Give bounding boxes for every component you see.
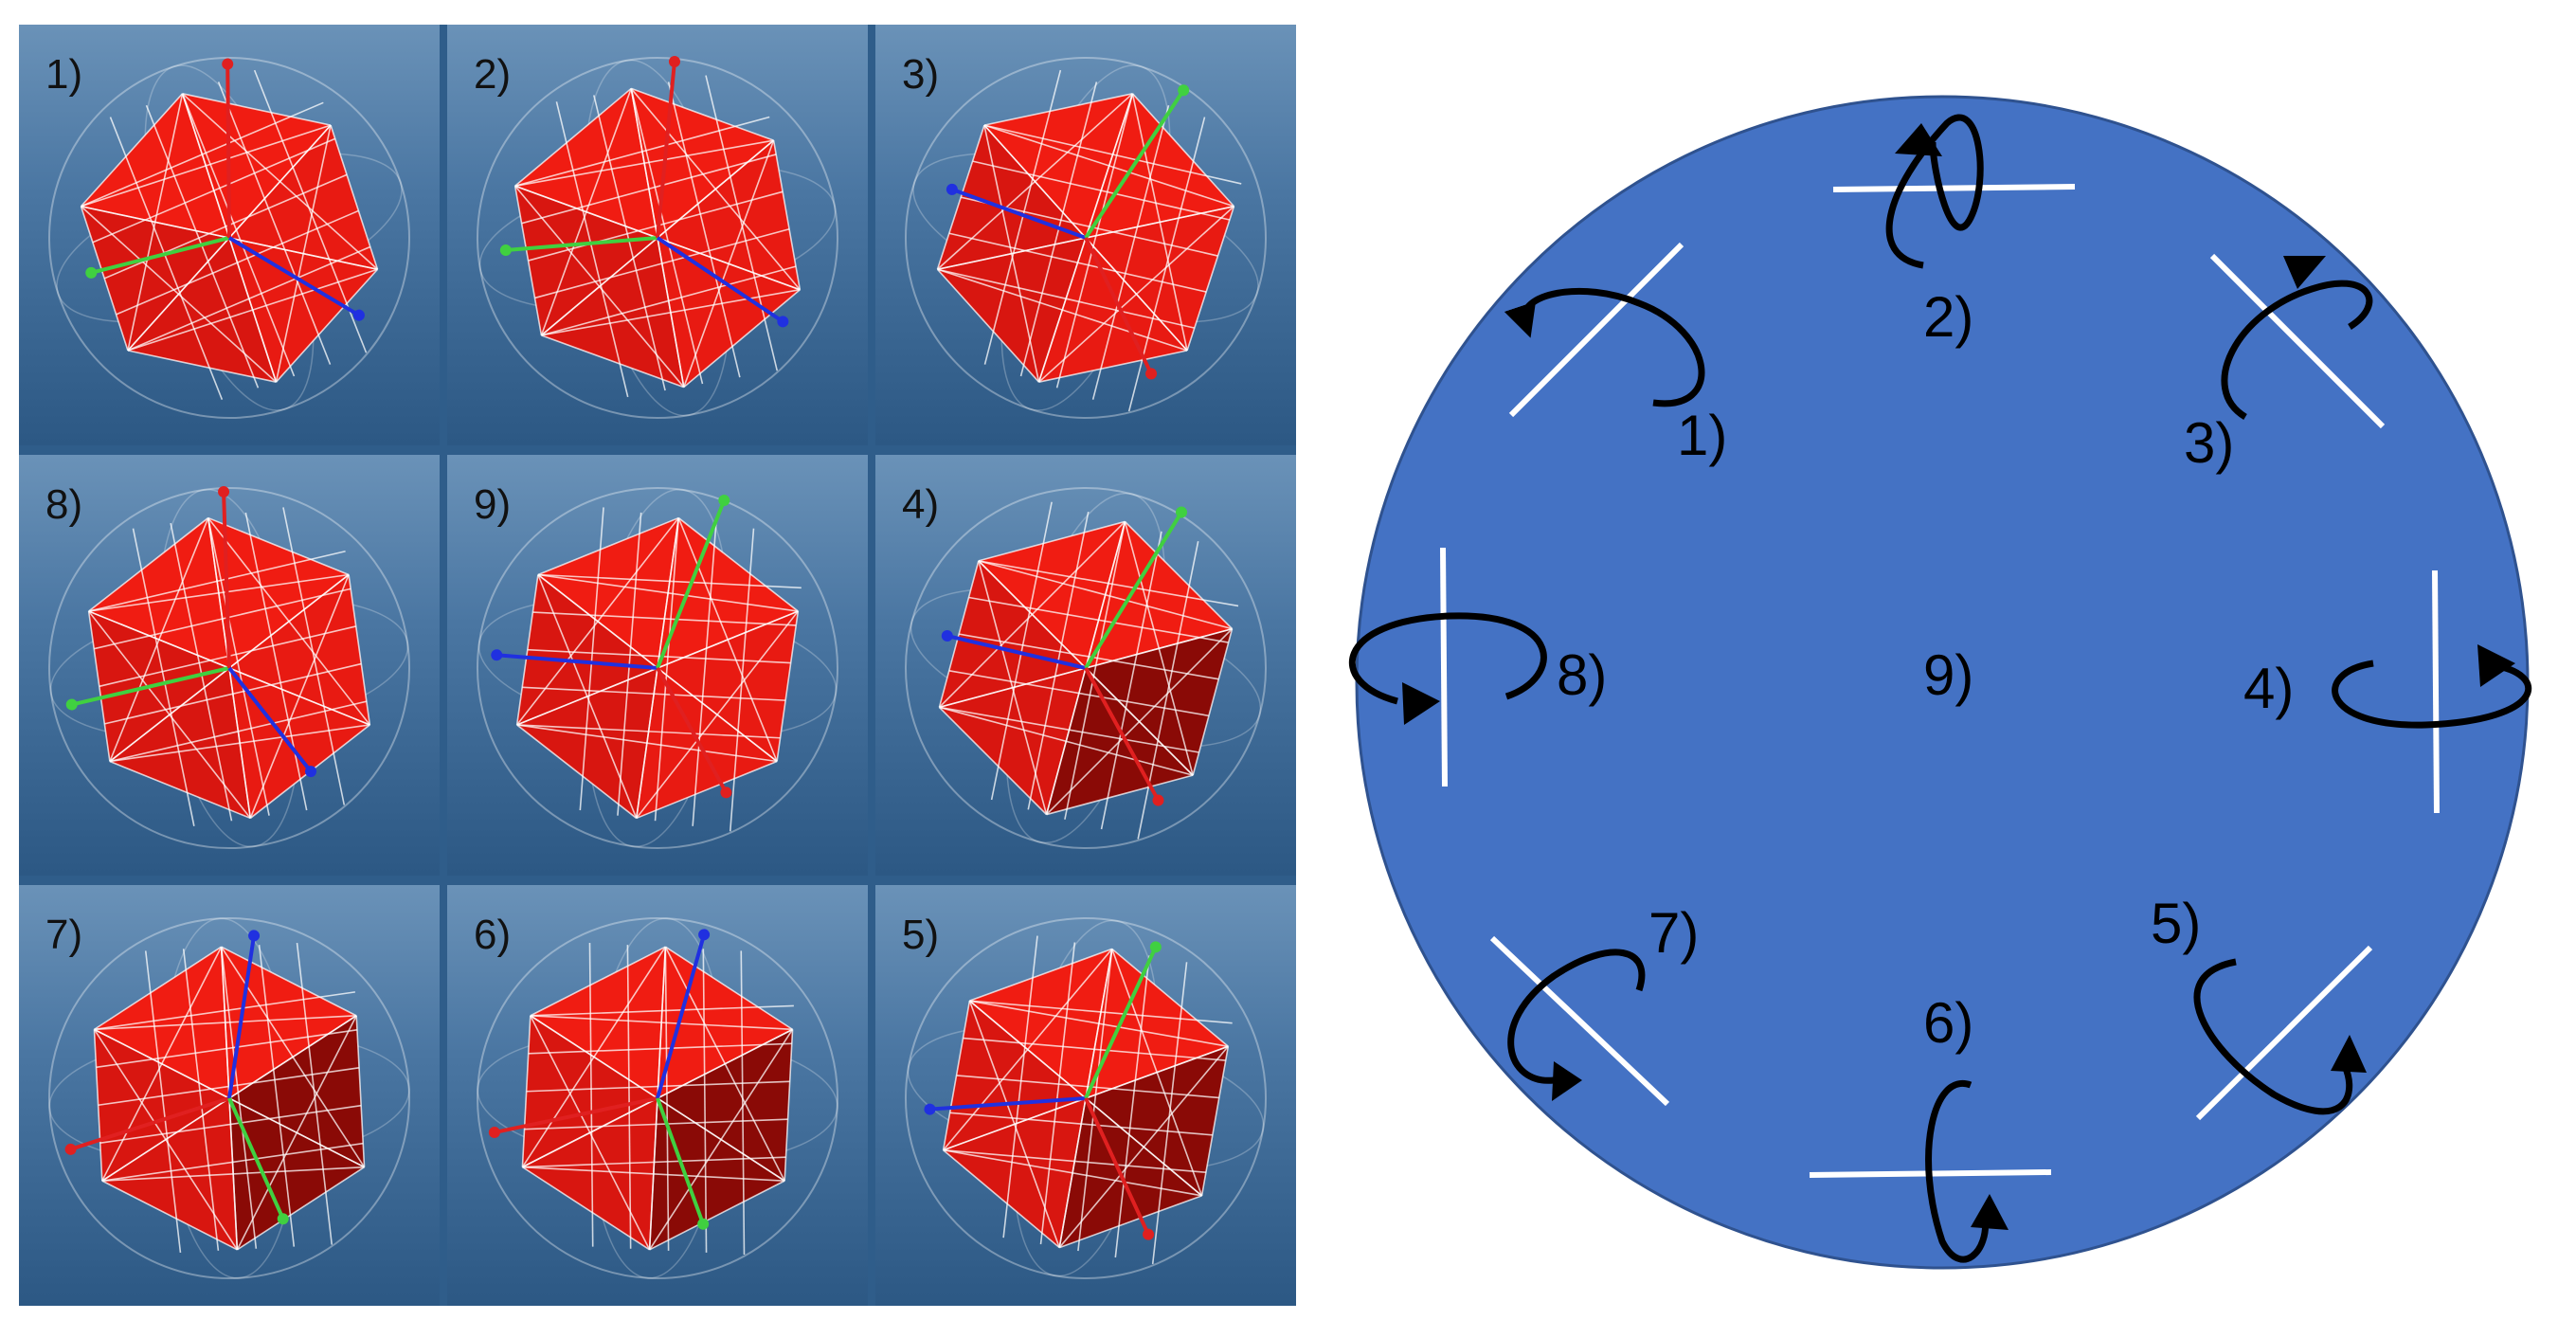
cube-icon	[905, 57, 1267, 419]
cell-label: 2)	[474, 51, 512, 98]
diagram-label-8: 8)	[1557, 643, 1607, 707]
cell-label: 7)	[45, 912, 83, 958]
cube-cell-8: 8)	[19, 455, 440, 876]
rotation-arrow-icon	[2221, 280, 2373, 420]
axis-line-icon	[2209, 253, 2386, 429]
cube-cell-5: 5)	[875, 885, 1296, 1306]
rotation-axis-8: 8)	[1348, 547, 1607, 787]
rotation-axis-3: 3)	[2184, 253, 2386, 475]
cell-label: 8)	[45, 481, 83, 528]
cube-icon	[47, 486, 410, 849]
rotation-axis-5: 5)	[2151, 892, 2373, 1121]
cube-cell-4: 4)	[875, 455, 1296, 876]
cube-cell-7: 7)	[19, 885, 440, 1306]
rotation-axis-1: 1)	[1504, 242, 1727, 467]
cell-label: 3)	[902, 51, 940, 98]
rotation-arrow-icon	[1925, 1079, 1990, 1263]
cell-label: 1)	[45, 51, 83, 98]
diagram-label-7: 7)	[1648, 901, 1699, 965]
rotation-arrow-icon	[1504, 287, 1705, 407]
cube-cell-3: 3)	[875, 25, 1296, 445]
cube-cell-1: 1)	[19, 25, 440, 445]
cell-label: 6)	[474, 912, 512, 958]
rotation-axis-4: 4)	[2243, 570, 2531, 814]
cube-icon	[477, 917, 838, 1279]
rotation-arrow-icon	[1885, 114, 1984, 269]
cube-icon	[477, 56, 838, 419]
rotation-disk-diagram: 1) 2) 3) 8) 9) 4) 7) 6)	[1348, 95, 2531, 1270]
cube-icon	[477, 487, 838, 849]
rotation-axis-6: 6)	[1809, 991, 2052, 1263]
axis-line-icon	[2195, 945, 2373, 1121]
cube-icon	[905, 917, 1267, 1279]
axis-line-icon	[1440, 547, 1448, 787]
diagram-label-6: 6)	[1923, 991, 1973, 1055]
cell-label: 9)	[474, 481, 512, 528]
rotation-arrow-icon	[2193, 958, 2353, 1115]
cube-orientation-grid: 1) 2) 3) 8) 9) 4) 7) 6) 5)	[19, 25, 1296, 1306]
axis-line-icon	[1508, 242, 1684, 418]
cube-icon	[48, 57, 410, 419]
diagram-label-4: 4)	[2243, 657, 2294, 720]
rotation-axis-7: 7)	[1489, 901, 1699, 1107]
cell-label: 4)	[902, 481, 940, 528]
rotation-arrow-icon	[1507, 949, 1646, 1084]
rotation-arrow-icon	[2332, 660, 2531, 729]
diagram-label-5: 5)	[2151, 892, 2201, 955]
rotation-axis-2: 2)	[1832, 114, 2076, 349]
cube-icon	[905, 487, 1267, 849]
axis-line-icon	[2432, 570, 2440, 814]
axis-line-icon	[1832, 184, 2076, 192]
diagram-label-2: 2)	[1923, 285, 1973, 349]
axis-line-icon	[1489, 935, 1670, 1107]
diagram-label-1: 1)	[1677, 404, 1727, 467]
diagram-label-9: 9)	[1923, 643, 1973, 707]
diagram-label-3: 3)	[2184, 411, 2234, 475]
rotation-arrow-icon	[1348, 612, 1547, 705]
cell-label: 5)	[902, 912, 940, 958]
cube-cell-9: 9)	[447, 455, 868, 876]
cube-cell-6: 6)	[447, 885, 868, 1306]
cube-icon	[47, 917, 410, 1279]
cube-cell-2: 2)	[447, 25, 868, 445]
